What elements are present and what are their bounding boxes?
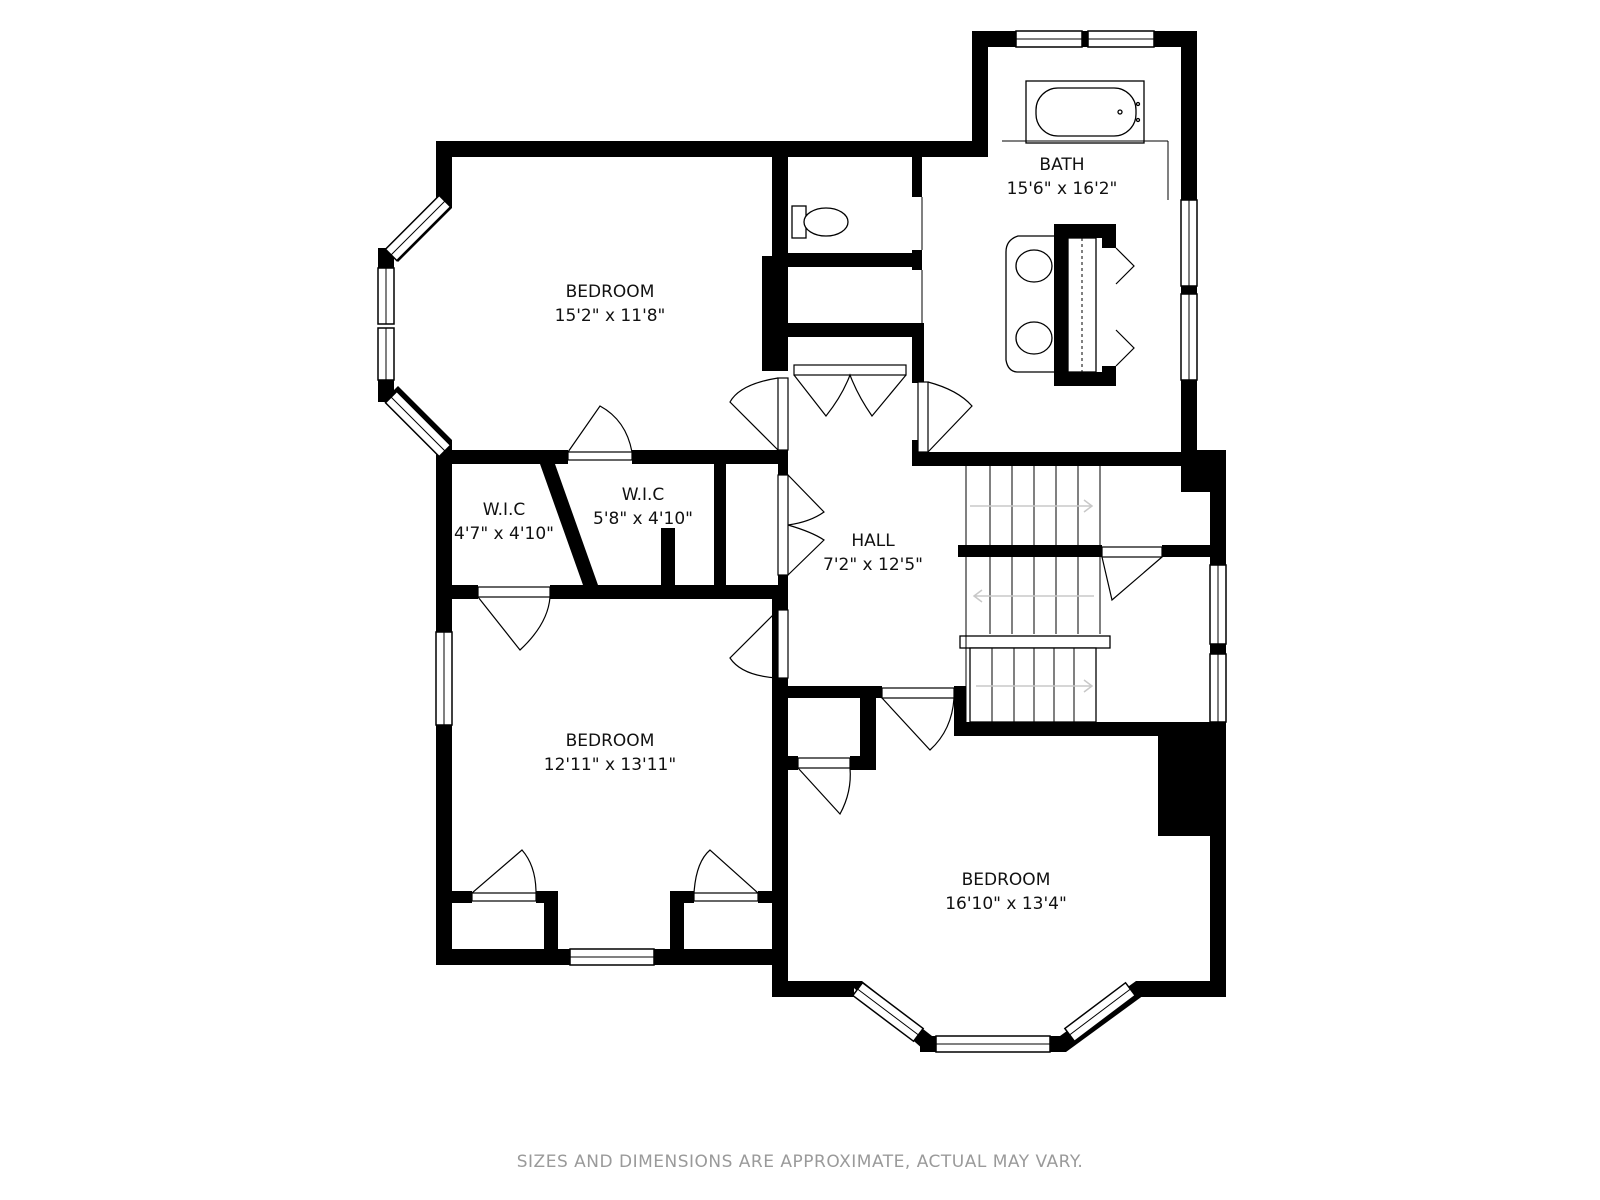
- sink-lower-icon: [1015, 321, 1053, 355]
- stair-arrow-right-lower-icon: [976, 679, 1094, 693]
- room-label-wic-1-name: W.I.C: [483, 500, 526, 520]
- bath-fixtures: [791, 80, 1169, 386]
- room-label-bedroom-se-dims: 16'10" x 13'4": [945, 894, 1067, 914]
- window-nw-left-upper: [377, 267, 395, 325]
- door-se-bedroom: [881, 687, 955, 751]
- stair-arrow-left-icon: [972, 589, 1094, 603]
- stair-rail: [959, 635, 1111, 649]
- window-se-diag-left: [851, 981, 925, 1043]
- door-stair-closet: [1101, 546, 1163, 602]
- window-se-bottom: [935, 1035, 1051, 1053]
- room-label-wic-2-dims: 5'8" x 4'10": [593, 509, 693, 529]
- door-sw-closet-left: [471, 849, 537, 902]
- room-label-wic-2-name: W.I.C: [622, 485, 665, 505]
- window-east-upper: [1209, 564, 1227, 645]
- window-sw-left: [435, 631, 453, 726]
- stair-arrow-right-icon: [970, 499, 1094, 513]
- window-east-lower: [1209, 653, 1227, 723]
- window-bath-right-lower: [1180, 293, 1198, 381]
- window-bath-top-right: [1087, 30, 1155, 48]
- room-label-bedroom-nw-name: BEDROOM: [566, 282, 655, 302]
- room-label-bedroom-sw-dims: 12'11" x 13'11": [544, 755, 676, 775]
- bathtub-basin: [1035, 87, 1137, 137]
- room-label-bedroom-se-name: BEDROOM: [962, 870, 1051, 890]
- door-sw-bedroom-hall: [729, 609, 789, 679]
- stair-middle-flight: [965, 557, 1101, 634]
- door-bath: [917, 381, 973, 453]
- door-linen-hall: [777, 474, 825, 576]
- window-sw-bottom: [569, 948, 655, 966]
- window-bath-top-left: [1015, 30, 1083, 48]
- window-nw-left-lower: [377, 327, 395, 381]
- window-nw-diag-upper: [384, 194, 452, 262]
- room-label-hall-name: HALL: [851, 531, 895, 551]
- door-linen-double: [793, 364, 907, 417]
- window-bath-right-upper: [1180, 199, 1198, 287]
- room-label-wic-1-dims: 4'7" x 4'10": [454, 524, 554, 544]
- door-nw-bedroom: [567, 405, 633, 461]
- room-label-hall-dims: 7'2" x 12'5": [823, 555, 923, 575]
- door-nw-bedroom-hall: [729, 377, 789, 451]
- door-wic1: [477, 586, 551, 651]
- sink-upper-icon: [1015, 249, 1053, 283]
- disclaimer-text: SIZES AND DIMENSIONS ARE APPROXIMATE, AC…: [516, 1152, 1084, 1172]
- toilet-bowl-icon: [803, 207, 849, 237]
- window-nw-diag-lower: [384, 390, 452, 458]
- stair-lower-flight: [969, 647, 1097, 723]
- room-label-bath-dims: 15'6" x 16'2": [1007, 179, 1118, 199]
- stair-upper-flight: [965, 466, 1101, 545]
- bathtub-drain-icon: [1117, 109, 1123, 115]
- window-se-diag-right: [1063, 981, 1137, 1043]
- windows: [377, 30, 1227, 1053]
- interior-walls: [436, 141, 1226, 965]
- door-se-closet: [797, 757, 851, 816]
- doors: [471, 364, 1163, 902]
- room-labels: BEDROOM 15'2" x 11'8" BATH 15'6" x 16'2"…: [454, 155, 1117, 914]
- staircase: [959, 466, 1111, 723]
- door-sw-closet-right: [693, 849, 759, 902]
- room-label-bedroom-sw-name: BEDROOM: [566, 731, 655, 751]
- shower-door: [1115, 247, 1135, 367]
- room-label-bath-name: BATH: [1039, 155, 1084, 175]
- room-label-bedroom-nw-dims: 15'2" x 11'8": [555, 306, 666, 326]
